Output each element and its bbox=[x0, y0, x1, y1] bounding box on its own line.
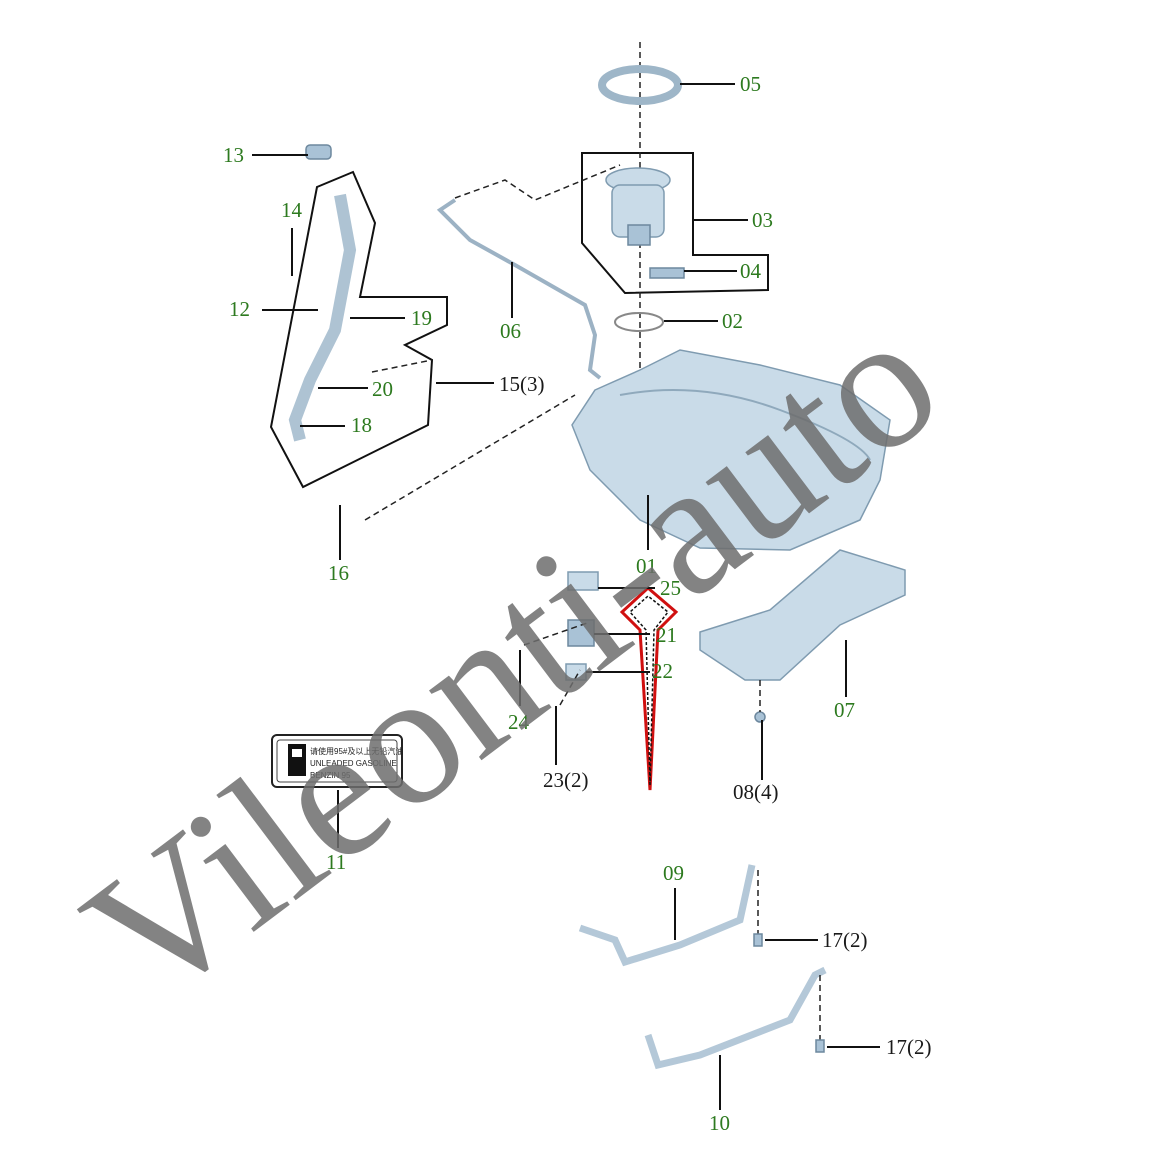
label-17b: 17(2) bbox=[886, 1035, 932, 1059]
label-20: 20 bbox=[372, 377, 393, 401]
label-16: 16 bbox=[328, 561, 349, 585]
part-25-bracket bbox=[567, 571, 599, 591]
part-09-strap bbox=[578, 864, 756, 967]
label-02: 02 bbox=[722, 309, 743, 333]
part-05-lock-ring bbox=[598, 65, 682, 105]
part-11-fuel-label-sticker: 请使用95#及以上无铅汽油 UNLEADED GASOLINE BENZIN 9… bbox=[271, 734, 403, 788]
pump-group-frame bbox=[581, 152, 769, 295]
part-02-seal bbox=[614, 312, 664, 332]
label-24: 24 bbox=[508, 710, 530, 734]
label-19: 19 bbox=[411, 306, 432, 330]
label-05: 05 bbox=[740, 72, 761, 96]
label-14: 14 bbox=[281, 198, 303, 222]
label-15: 15(3) bbox=[499, 372, 545, 396]
dash-23 bbox=[559, 669, 581, 706]
part-17b-bolt bbox=[815, 1039, 825, 1053]
part-13-cap bbox=[305, 144, 332, 160]
label-07: 07 bbox=[834, 698, 855, 722]
sticker-line3: BENZIN 95 bbox=[310, 771, 351, 780]
label-25: 25 bbox=[660, 576, 681, 600]
sticker-line2: UNLEADED GASOLINE bbox=[310, 759, 397, 768]
part-03-fuel-pump bbox=[605, 167, 671, 246]
label-08: 08(4) bbox=[733, 780, 779, 804]
sticker-line1: 请使用95#及以上无铅汽油 bbox=[310, 746, 403, 756]
part-01-fuel-tank bbox=[571, 349, 891, 551]
dash-16 bbox=[364, 394, 576, 521]
part-07-heat-shield bbox=[699, 549, 906, 681]
label-13: 13 bbox=[223, 143, 244, 167]
label-03: 03 bbox=[752, 208, 773, 232]
label-01: 01 bbox=[636, 554, 657, 578]
part-08-washer bbox=[754, 711, 766, 723]
label-06: 06 bbox=[500, 319, 521, 343]
dash-15 bbox=[371, 359, 433, 373]
label-21: 21 bbox=[656, 623, 677, 647]
part-17a-bolt bbox=[753, 933, 763, 947]
label-10: 10 bbox=[709, 1111, 730, 1135]
part-10-strap bbox=[644, 966, 827, 1070]
part-06-fuel-line bbox=[436, 198, 602, 380]
label-17a: 17(2) bbox=[822, 928, 868, 952]
filler-neck-group-frame bbox=[269, 170, 448, 489]
label-09: 09 bbox=[663, 861, 684, 885]
dash-24 bbox=[523, 621, 591, 646]
label-22: 22 bbox=[652, 659, 673, 683]
label-11: 11 bbox=[326, 850, 346, 874]
label-18: 18 bbox=[351, 413, 372, 437]
label-04: 04 bbox=[740, 259, 762, 283]
part-04-sender bbox=[649, 267, 685, 279]
dash-06 bbox=[454, 164, 621, 201]
label-23: 23(2) bbox=[543, 768, 589, 792]
label-12: 12 bbox=[229, 297, 250, 321]
part-12-filler-neck bbox=[288, 193, 357, 442]
leader-lines bbox=[252, 83, 880, 1110]
